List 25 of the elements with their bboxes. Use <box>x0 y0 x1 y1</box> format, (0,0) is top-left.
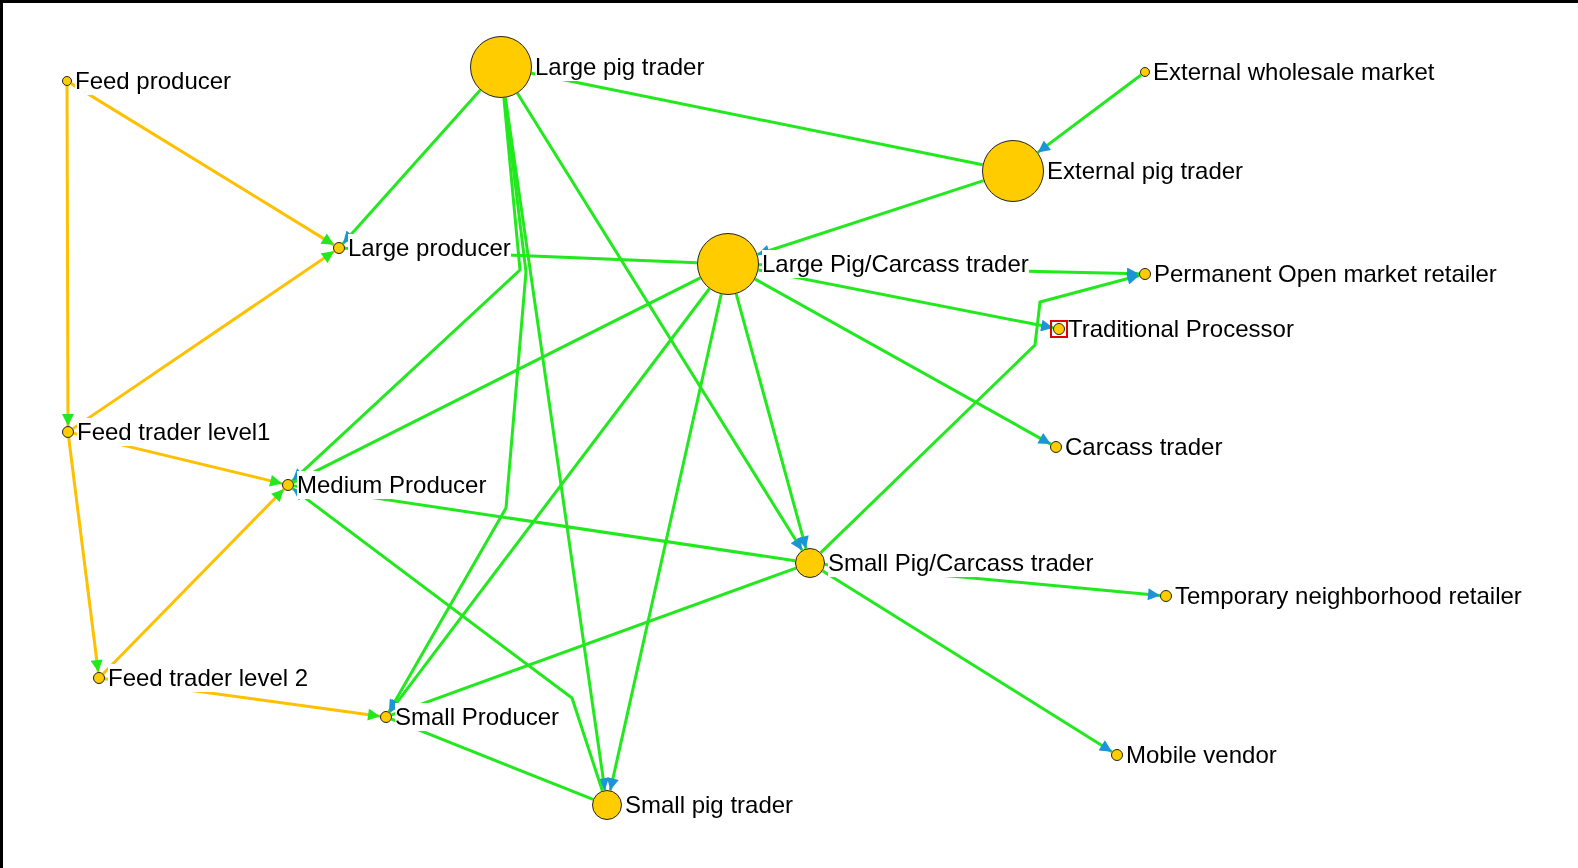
arrow <box>102 488 285 675</box>
arrow <box>819 272 1140 554</box>
arrow <box>754 277 1052 446</box>
arrow <box>67 437 103 673</box>
arrow <box>503 97 610 791</box>
arrow <box>757 179 984 257</box>
node-label: Large Pig/Carcass trader <box>762 250 1029 278</box>
node-label: Feed trader level 2 <box>108 664 309 692</box>
arrow <box>291 97 522 482</box>
node-label: Medium Producer <box>297 471 487 499</box>
arrow <box>607 293 723 791</box>
arrow <box>72 250 335 430</box>
arrow <box>821 569 1113 754</box>
arrow <box>734 293 809 549</box>
arrow <box>341 89 482 245</box>
node-label: Small Producer <box>395 703 560 731</box>
node-label: Feed trader level1 <box>77 418 271 446</box>
node-label: Large producer <box>348 234 511 262</box>
arrow <box>291 487 604 792</box>
arrow <box>388 287 711 714</box>
arrow <box>70 82 335 247</box>
arrow <box>61 86 74 426</box>
arrow <box>1036 73 1142 154</box>
arrow <box>516 92 804 552</box>
arrow <box>758 268 1054 332</box>
